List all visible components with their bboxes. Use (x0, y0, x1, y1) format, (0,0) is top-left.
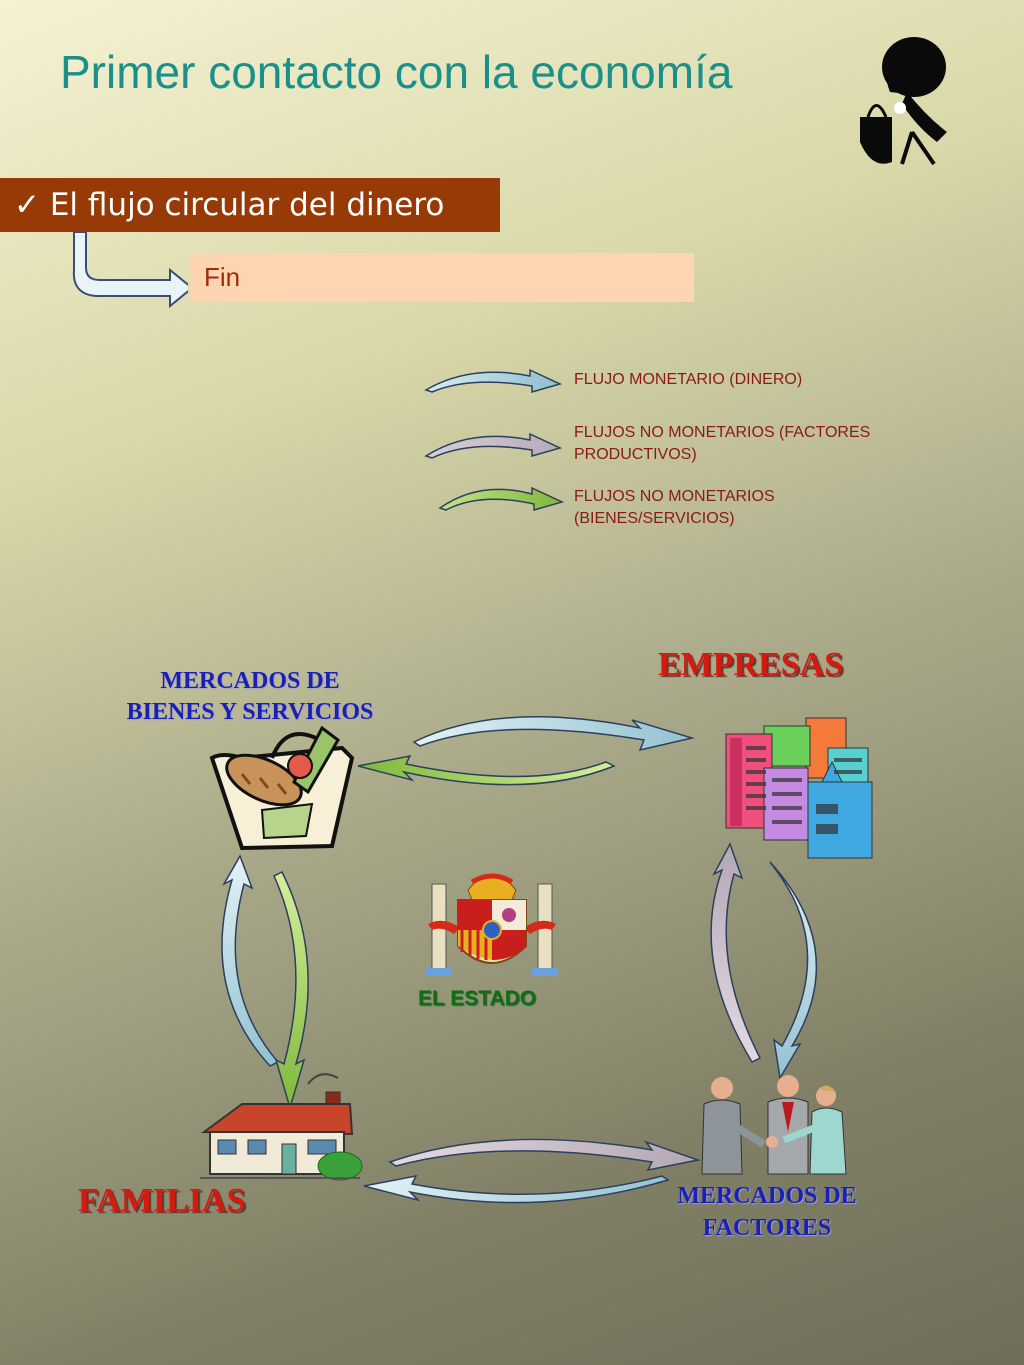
house-icon (200, 1073, 363, 1181)
checkmark-icon: ✓ (14, 187, 40, 223)
arrow-bienes-to-familias-goods (273, 870, 309, 1111)
section-header: ✓ El flujo circular del dinero (0, 178, 500, 232)
estado-label: EL ESTADO (418, 987, 537, 1010)
legend-arrows (424, 368, 565, 511)
section-label: El flujo circular del dinero (49, 187, 445, 223)
legend-item-money: FLUJO MONETARIO (DINERO) (574, 371, 803, 388)
mercados-bienes-label: MERCADOS DE BIENES Y SERVICIOS (126, 668, 374, 725)
arrow-empresas-to-factores-money (769, 861, 818, 1081)
handshake-people-icon (701, 1075, 847, 1175)
legend-factors-arrow (424, 432, 563, 459)
page-title: Primer contacto con la economía (60, 46, 733, 98)
legend-money-arrow (424, 368, 563, 393)
grocery-basket-icon (209, 725, 355, 851)
familias-label: FAMILIAS (78, 1182, 246, 1219)
legend-item-goods: FLUJOS NO MONETARIOS (BIENES/SERVICIOS) (574, 488, 775, 527)
empresas-label: EMPRESAS (658, 646, 844, 683)
shopper-silhouette-icon (860, 37, 947, 166)
arrow-familias-to-bienes-money (221, 854, 280, 1067)
fin-button[interactable]: Fin (190, 253, 694, 302)
arrow-factores-to-empresas (710, 842, 762, 1063)
office-buildings-icon (725, 717, 873, 859)
elbow-arrow-icon (72, 231, 188, 309)
legend-item-factors: FLUJOS NO MONETARIOS (FACTORES PRODUCTIV… (574, 424, 871, 463)
arrow-factores-to-familias-money (363, 1174, 670, 1204)
arrow-familias-to-factores (388, 1138, 701, 1172)
arrow-empresas-to-bienes-goods (357, 754, 616, 786)
mercados-factores-label: MERCADOS DE FACTORES (677, 1183, 857, 1241)
legend-goods-arrow (438, 486, 565, 511)
arrow-bienes-to-empresas-money (412, 716, 695, 752)
spain-coat-of-arms-icon (426, 873, 558, 976)
